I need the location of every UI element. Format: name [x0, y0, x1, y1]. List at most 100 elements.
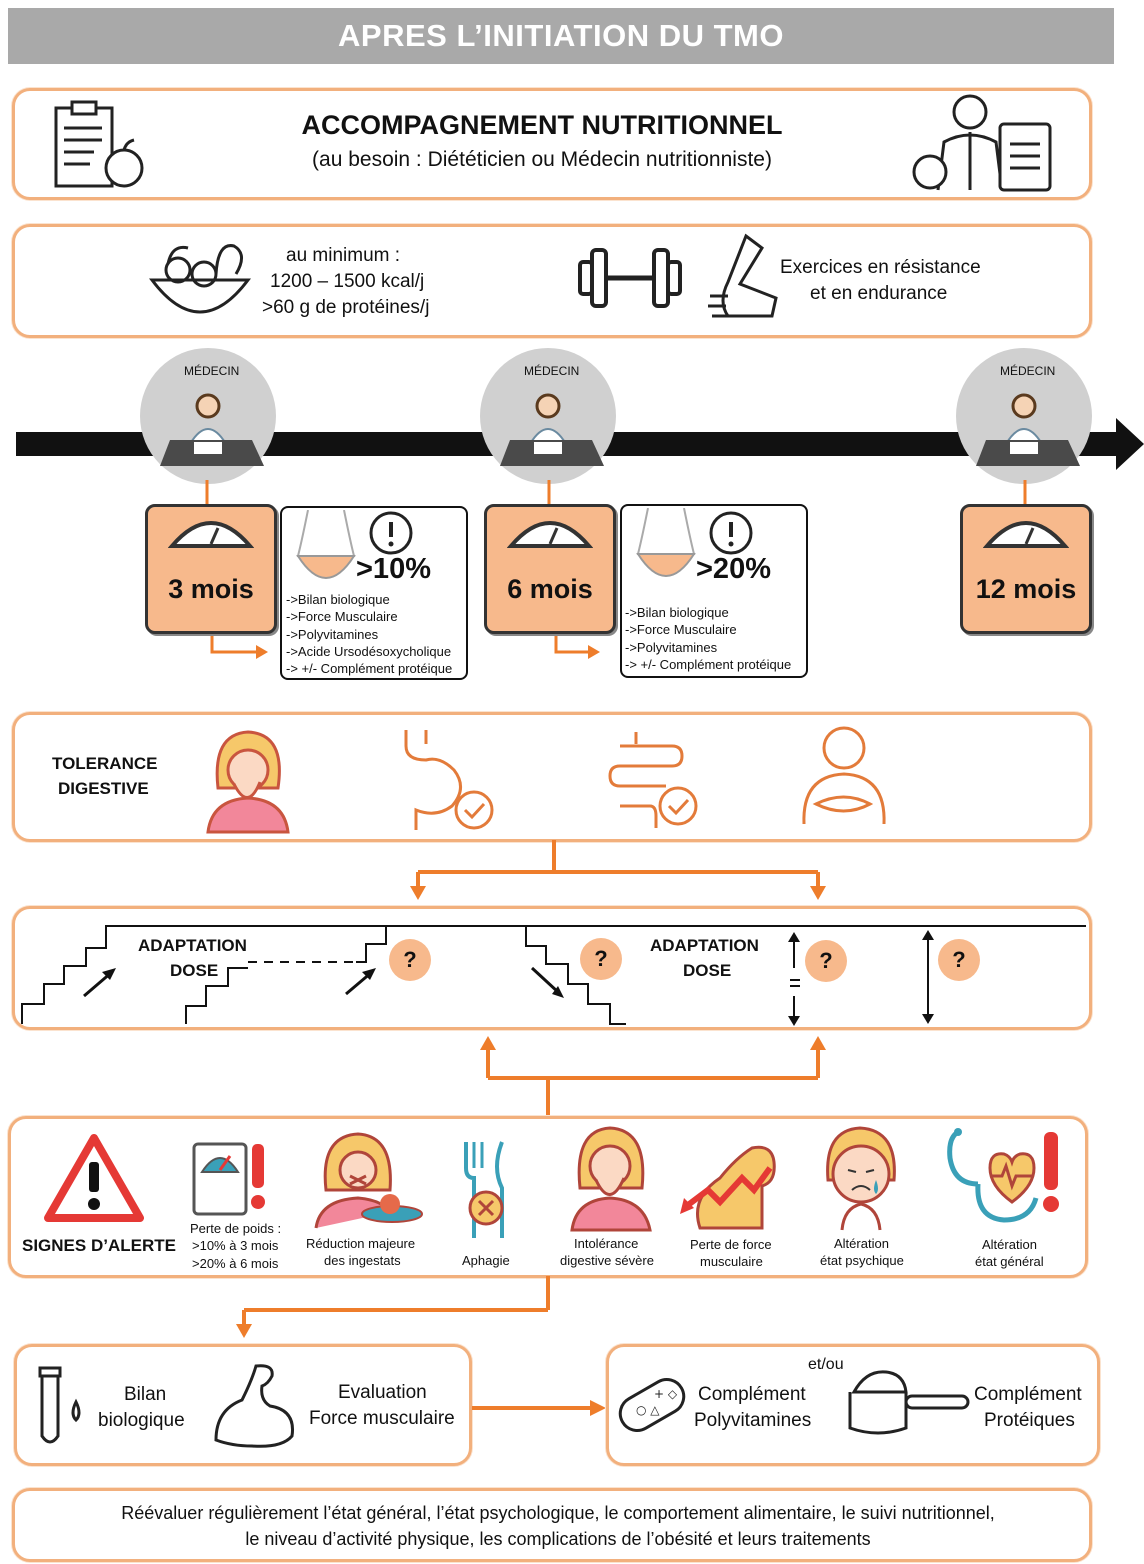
dose-steps-diagram — [21, 925, 1086, 1026]
action-item: ->Force Musculaire — [286, 609, 398, 624]
flow-arrows-top — [410, 840, 826, 900]
alert-label: Aphagie — [462, 1253, 510, 1268]
alert-label: Intolérance — [574, 1236, 639, 1251]
prot-line2: Protéiques — [984, 1410, 1075, 1431]
force-line1: Evaluation — [338, 1382, 427, 1403]
alert-label: Altération — [834, 1236, 889, 1251]
adaptation-left-line2: DOSE — [170, 961, 219, 980]
footer-line2: le niveau d’activité physique, les compl… — [245, 1529, 871, 1549]
alert-label: état général — [975, 1254, 1044, 1269]
threshold-3: >10% — [356, 553, 431, 585]
nutrition-subtitle: (au besoin : Diététicien ou Médecin nutr… — [312, 148, 772, 171]
scale-dial-icon — [983, 521, 1069, 548]
alert-label: état psychique — [820, 1253, 904, 1268]
nutrition-box — [12, 88, 1092, 200]
alert-circle-icon — [709, 511, 753, 555]
action-item: ->Polyvitamines — [625, 640, 718, 655]
stomach-pain-icon — [802, 726, 886, 825]
action-item: -> +/- Complément protéique — [286, 661, 453, 676]
stomach-check-icon — [404, 730, 494, 830]
question-marker: ? — [938, 939, 980, 981]
bilan-line2: biologique — [98, 1410, 185, 1431]
svg-text:○ △: ○ △ — [636, 1403, 660, 1417]
nutritionist-icon — [912, 94, 1052, 192]
and-or-label: et/ou — [808, 1356, 844, 1373]
doctor-icon — [500, 393, 604, 466]
question-marker: ? — [389, 939, 431, 981]
alert-label: musculaire — [700, 1254, 763, 1269]
poly-line1: Complément — [698, 1384, 806, 1405]
alert-label: Réduction majeure — [306, 1236, 416, 1251]
exercise-line1: Exercices en résistance — [780, 257, 981, 278]
adaptation-right-line1: ADAPTATION — [650, 936, 759, 955]
question-marker: ? — [580, 938, 622, 980]
svg-text:+ ◇: + ◇ — [654, 1387, 678, 1401]
action-item: ->Force Musculaire — [625, 622, 737, 637]
question-marker: ? — [805, 940, 847, 982]
reduced-intake-icon — [314, 1132, 423, 1229]
prot-line1: Complément — [974, 1384, 1082, 1405]
flow-arrows-bottom — [480, 1036, 826, 1116]
exercise-line2: et en endurance — [810, 283, 948, 304]
doctor-icon — [976, 393, 1080, 466]
sad-face-icon — [826, 1126, 896, 1231]
doctor-label: MÉDECIN — [184, 364, 240, 378]
weight-loss-scale-icon — [192, 1142, 265, 1216]
action-item: -> +/- Complément protéique — [625, 657, 792, 672]
action-item: ->Polyvitamines — [286, 627, 379, 642]
timeline-connectors — [205, 480, 1027, 659]
adaptation-left-line1: ADAPTATION — [138, 936, 247, 955]
flow-arrow-supplements — [472, 1400, 606, 1416]
nausea-woman-icon — [206, 730, 290, 834]
checkpoint-12-months: 12 mois — [960, 504, 1092, 634]
poly-line2: Polyvitamines — [694, 1410, 812, 1431]
muscle-loss-icon — [680, 1145, 776, 1230]
doctor-label: MÉDECIN — [524, 364, 580, 378]
threshold-6: >20% — [696, 553, 771, 585]
warning-triangle-icon — [44, 1134, 144, 1222]
stethoscope-heart-icon — [947, 1128, 1059, 1223]
page-title: APRES L’INITIATION DU TMO — [8, 8, 1114, 64]
salad-bowl-icon — [148, 244, 252, 314]
flexed-arm-icon — [214, 1364, 295, 1448]
running-shoe-icon — [708, 233, 778, 318]
action-item: ->Bilan biologique — [625, 605, 729, 620]
force-line2: Force musculaire — [309, 1408, 455, 1429]
pill-capsule-icon: ○ △ + ◇ — [618, 1378, 686, 1432]
alert-label: >20% à 6 mois — [192, 1256, 279, 1271]
severe-intolerance-icon — [570, 1126, 652, 1232]
test-tube-icon — [38, 1366, 81, 1444]
adaptation-right-line2: DOSE — [683, 961, 732, 980]
alert-label: Altération — [982, 1237, 1037, 1252]
targets-kcal: 1200 – 1500 kcal/j — [270, 271, 425, 292]
footer-line1: Réévaluer régulièrement l’état général, … — [121, 1503, 995, 1523]
alert-label: Perte de force — [690, 1237, 772, 1252]
scale-dial-icon — [168, 521, 254, 548]
dumbbell-icon — [578, 248, 682, 308]
flow-arrow-eval — [236, 1276, 550, 1338]
scale-dial-icon — [507, 521, 593, 548]
action-item: ->Acide Ursodésoxycholique — [286, 644, 452, 659]
action-item: ->Bilan biologique — [286, 592, 390, 607]
alert-circle-icon — [369, 511, 413, 555]
alert-label: Perte de poids : — [190, 1221, 282, 1236]
alert-label: digestive sévère — [560, 1253, 654, 1268]
tolerance-box — [12, 712, 1092, 842]
nutrition-title: ACCOMPAGNEMENT NUTRITIONNEL — [301, 110, 783, 140]
alert-label: >10% à 3 mois — [192, 1238, 279, 1253]
targets-protein: >60 g de protéines/j — [262, 297, 430, 318]
tolerance-line1: TOLERANCE — [52, 754, 158, 773]
targets-line1: au minimum : — [286, 245, 401, 266]
supplements-box — [606, 1344, 1100, 1466]
alert-label: des ingestats — [324, 1253, 401, 1268]
alerts-title: SIGNES D’ALERTE — [22, 1236, 176, 1255]
doctor-label: MÉDECIN — [1000, 364, 1056, 378]
aphagia-cutlery-icon — [464, 1141, 504, 1238]
waist-icon — [296, 510, 356, 579]
doctor-icon — [160, 393, 264, 466]
waist-icon — [636, 508, 696, 577]
protein-scoop-icon — [848, 1370, 970, 1435]
footer-box — [12, 1488, 1092, 1562]
clipboard-apple-icon — [54, 100, 144, 188]
tolerance-line2: DIGESTIVE — [58, 779, 149, 798]
